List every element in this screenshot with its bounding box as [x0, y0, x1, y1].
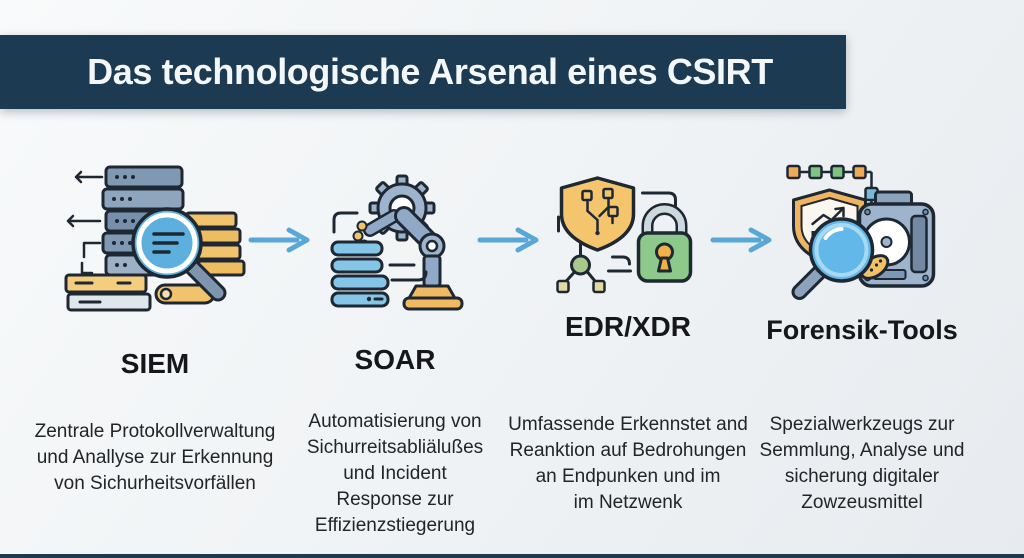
column-edr-xdr: EDR/XDR Umfassende Erkennstet and Reankt…	[503, 0, 753, 558]
edr-xdr-description: Umfassende Erkennstet and Reanktion auf …	[508, 414, 748, 513]
siem-description: Zentrale Protokollverwaltung und Anallys…	[34, 421, 276, 494]
soar-description: Automatisierung von Sichurreitsabliäluße…	[306, 411, 484, 536]
forensik-tools-description: Spezialwerkzeugs zur Semmlung, Analyse u…	[759, 414, 965, 513]
page-title: Das technologische Arsenal eines CSIRT	[87, 51, 773, 92]
edr-xdr-title: EDR/XDR	[564, 311, 691, 342]
column-soar: SOAR Automatisierung von Sichurreitsabli…	[270, 0, 520, 558]
title-banner: Das technologische Arsenal eines CSIRT	[0, 35, 846, 109]
column-forensik-tools: Forensik-Tools Spezialwerkzeugs zur Semm…	[737, 0, 987, 558]
forensik-icon-wrap	[780, 158, 945, 313]
soar-title: SOAR	[354, 344, 436, 375]
arrow-right-icon	[248, 227, 310, 253]
siem-icon-wrap	[60, 163, 250, 318]
forensik-magnifier-harddrive-shield-icon	[786, 164, 936, 300]
forensik-tools-title: Forensik-Tools	[766, 315, 958, 345]
edr-shield-padlock-network-icon	[556, 176, 693, 294]
arrow-right-icon	[477, 227, 539, 253]
bottom-border	[0, 554, 1024, 558]
soar-robot-arm-gear-icon	[330, 174, 464, 311]
soar-icon-wrap	[320, 170, 470, 320]
edr-icon-wrap	[551, 173, 706, 308]
column-siem: SIEM Zentrale Protokollverwaltung und An…	[30, 0, 280, 558]
siem-title: SIEM	[120, 348, 190, 379]
siem-server-log-magnifier-icon	[64, 165, 246, 312]
arrow-right-icon	[710, 227, 772, 253]
